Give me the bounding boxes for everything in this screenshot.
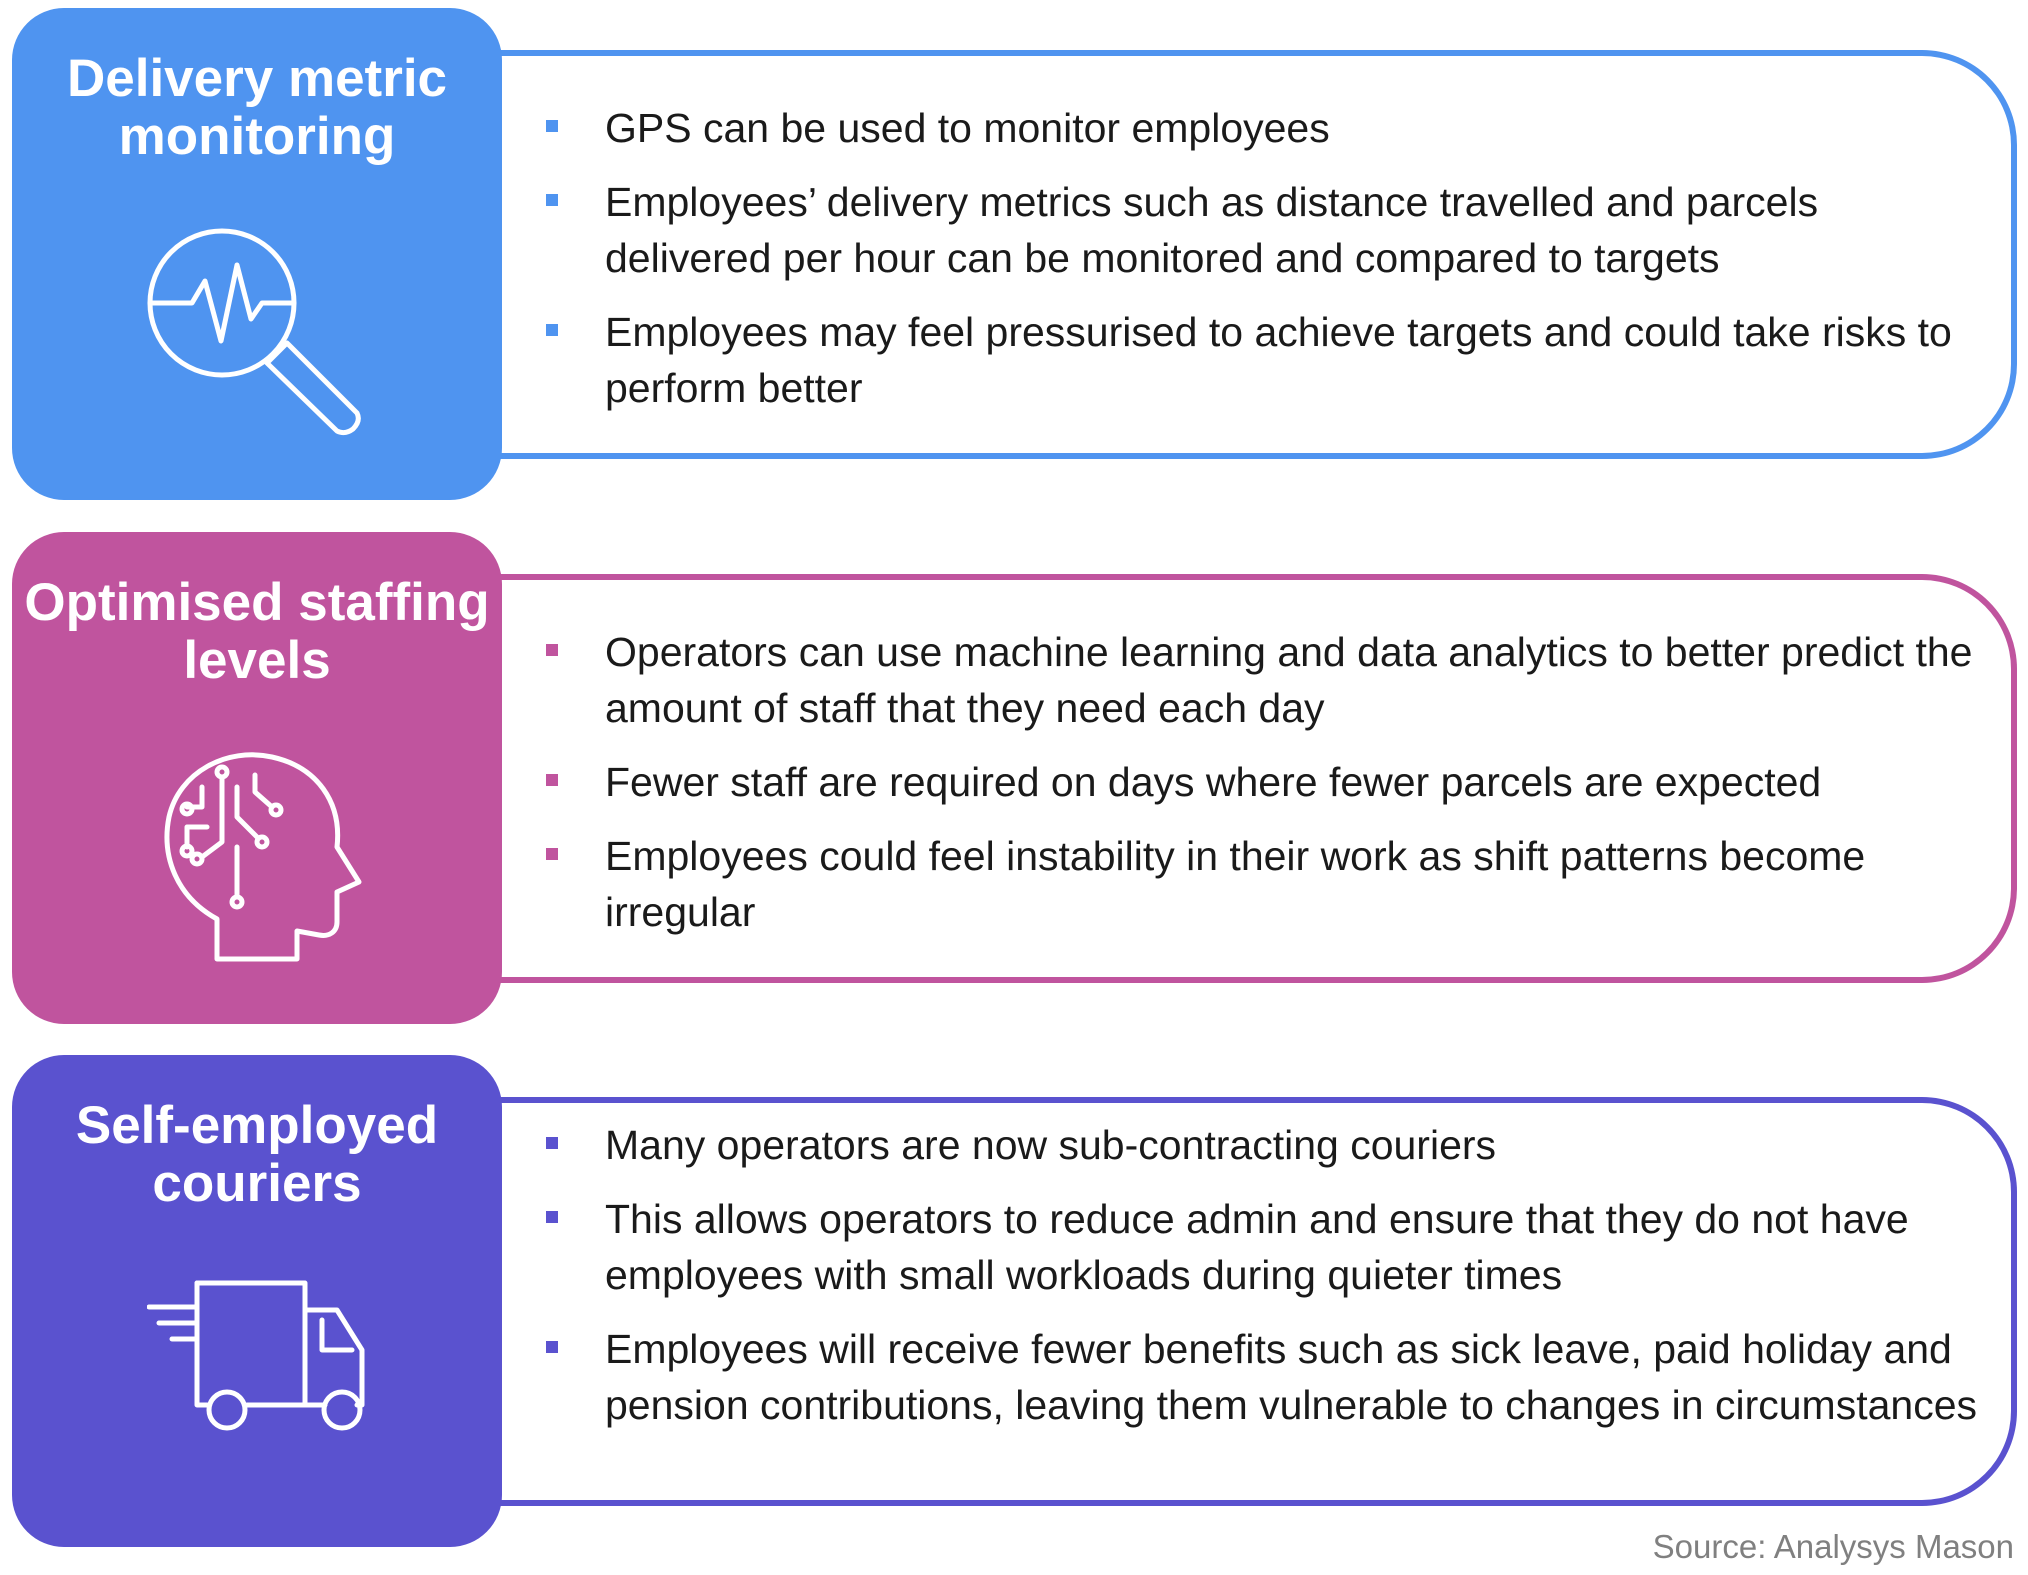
magnifier-pulse-icon	[147, 228, 361, 436]
bullet-item: Fewer staff are required on days where f…	[540, 754, 1980, 810]
bullet-text: Fewer staff are required on days where f…	[605, 759, 1822, 805]
bullet-item: Operators can use machine learning and d…	[540, 624, 1980, 736]
row-delivery-metric-monitoring: Delivery metric monitoring GPS can be us…	[0, 8, 2028, 500]
bullet-item: Many operators are now sub-contracting c…	[540, 1117, 1980, 1173]
source-caption: Source: Analysys Mason	[1652, 1528, 2014, 1565]
bullet-item: Employees will receive fewer benefits su…	[540, 1321, 1980, 1433]
bullet-marker	[546, 774, 558, 786]
bullet-text: This allows operators to reduce admin an…	[605, 1196, 1909, 1298]
bullet-marker	[546, 1211, 558, 1223]
bullet-text: Operators can use machine learning and d…	[605, 629, 1973, 731]
bullet-marker	[546, 1137, 558, 1149]
bullet-text: Employees may feel pressurised to achiev…	[605, 309, 1952, 411]
bullet-text: GPS can be used to monitor employees	[605, 105, 1330, 151]
category-tile: Self-employed couriers	[12, 1055, 502, 1547]
bullet-item: Employees may feel pressurised to achiev…	[540, 304, 1980, 416]
tile-title: Optimised staffing levels	[24, 573, 490, 690]
bullet-list: Many operators are now sub-contracting c…	[540, 1117, 1980, 1451]
delivery-truck-icon	[147, 1280, 365, 1431]
tile-title: Delivery metric monitoring	[66, 49, 448, 166]
bullet-item: Employees could feel instability in thei…	[540, 828, 1980, 940]
bullet-item: Employees’ delivery metrics such as dist…	[540, 174, 1980, 286]
bullet-item: GPS can be used to monitor employees	[540, 100, 1980, 156]
bullet-text: Many operators are now sub-contracting c…	[605, 1122, 1497, 1168]
category-tile: Delivery metric monitoring	[12, 8, 502, 500]
detail-box	[472, 574, 2017, 983]
tile-title: Self-employed couriers	[75, 1096, 439, 1213]
bullet-marker	[546, 324, 558, 336]
bullet-item: This allows operators to reduce admin an…	[540, 1191, 1980, 1303]
detail-box	[472, 50, 2017, 459]
bullet-list: GPS can be used to monitor employees Emp…	[540, 100, 1980, 434]
bullet-marker	[546, 1341, 558, 1353]
bullet-text: Employees could feel instability in thei…	[605, 833, 1866, 935]
bullet-list: Operators can use machine learning and d…	[540, 624, 1980, 958]
category-tile: Optimised staffing levels	[12, 532, 502, 1024]
bullet-marker	[546, 848, 558, 860]
row-optimised-staffing-levels: Optimised staffing levels Operators can	[0, 532, 2028, 1024]
bullet-text: Employees’ delivery metrics such as dist…	[605, 179, 1819, 281]
bullet-marker	[546, 194, 558, 206]
ai-head-icon	[164, 752, 362, 962]
bullet-marker	[546, 120, 558, 132]
bullet-text: Employees will receive fewer benefits su…	[605, 1326, 1977, 1428]
detail-box	[472, 1097, 2017, 1506]
bullet-marker	[546, 644, 558, 656]
row-self-employed-couriers: Self-employed couriers Many operators ar…	[0, 1055, 2028, 1547]
